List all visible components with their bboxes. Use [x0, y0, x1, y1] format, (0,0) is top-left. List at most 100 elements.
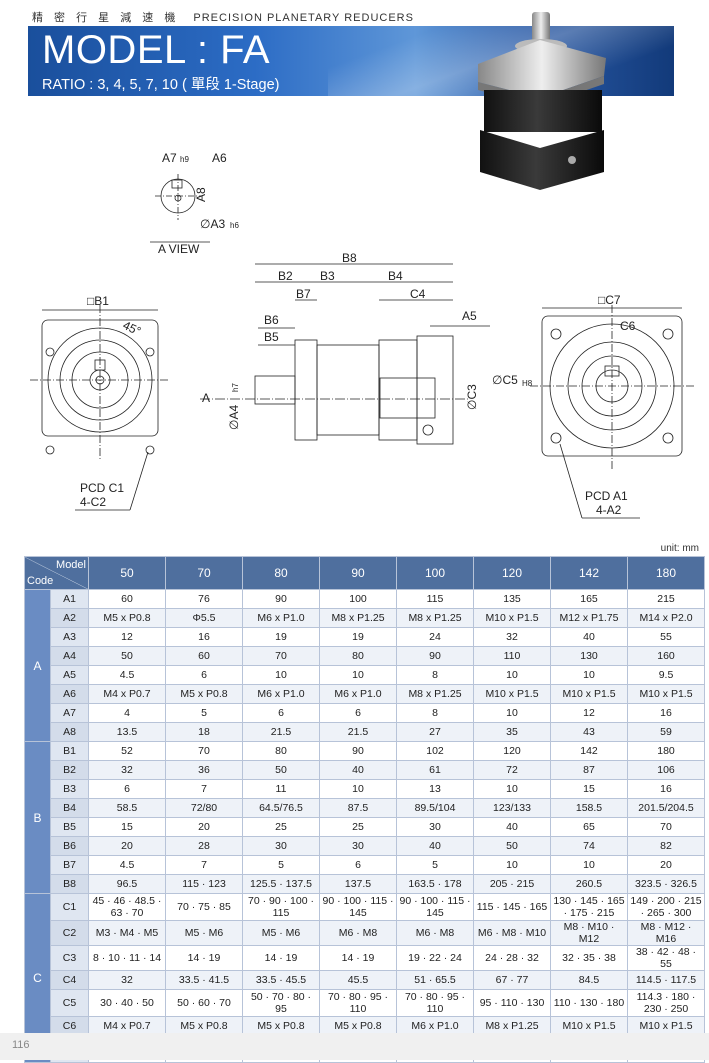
value-cell: 76	[165, 589, 243, 609]
value-cell: 137.5	[319, 874, 397, 894]
svg-text:A5: A5	[462, 309, 477, 323]
value-cell: 70 · 80 · 95 · 110	[319, 989, 397, 1017]
spec-table: Model Code 50 70 80 90 100 120 142 180 A…	[24, 556, 705, 1063]
code-cell: A6	[50, 684, 89, 704]
value-cell: 120	[473, 741, 551, 761]
value-cell: 100	[319, 589, 397, 609]
value-cell: M8 x P1.25	[396, 684, 474, 704]
value-cell: 32	[88, 760, 166, 780]
svg-text:B6: B6	[264, 313, 279, 327]
value-cell: 18	[165, 722, 243, 742]
value-cell: 90 · 100 · 115 · 145	[396, 893, 474, 921]
value-cell: 70 · 75 · 85	[165, 893, 243, 921]
code-cell: C3	[50, 945, 89, 971]
value-cell: 125.5 · 137.5	[242, 874, 320, 894]
value-cell: 65	[550, 817, 628, 837]
value-cell: M5 x P0.8	[165, 1016, 243, 1036]
value-cell: Φ5.5	[165, 608, 243, 628]
value-cell: 142	[550, 741, 628, 761]
value-cell: 110 · 130 · 180	[550, 989, 628, 1017]
value-cell: 80	[319, 646, 397, 666]
svg-text:∅C3: ∅C3	[465, 384, 479, 410]
value-cell: 28	[165, 836, 243, 856]
value-cell: 123/133	[473, 798, 551, 818]
value-cell: 6	[165, 665, 243, 685]
svg-text:45°: 45°	[121, 318, 144, 338]
value-cell: 24 · 28 · 32	[473, 945, 551, 971]
value-cell: M5 x P0.8	[319, 1016, 397, 1036]
value-cell: 20	[627, 855, 705, 875]
code-cell: B6	[50, 836, 89, 856]
value-cell: M8 · M10 · M12	[550, 920, 628, 946]
value-cell: 115	[396, 589, 474, 609]
value-cell: 70	[627, 817, 705, 837]
a-view: A7 h9 A6 A8 ∅A3 h6 A VIEW	[150, 151, 239, 256]
output-flange-view: □C7 C6 ∅C5 H8 PCD A1 4-A2	[492, 293, 695, 519]
value-cell: M10 x P1.5	[550, 1016, 628, 1036]
value-cell: 25	[319, 817, 397, 837]
svg-text:∅C5: ∅C5	[492, 373, 518, 387]
value-cell: M5 x P0.8	[165, 684, 243, 704]
value-cell: 64.5/76.5	[242, 798, 320, 818]
value-cell: 21.5	[319, 722, 397, 742]
value-cell: 43	[550, 722, 628, 742]
value-cell: 67 · 77	[473, 970, 551, 990]
value-cell: M6 x P1.0	[319, 684, 397, 704]
code-cell: B1	[50, 741, 89, 761]
svg-text:B2: B2	[278, 269, 293, 283]
value-cell: 215	[627, 589, 705, 609]
value-cell: 13.5	[88, 722, 166, 742]
value-cell: 50	[473, 836, 551, 856]
value-cell: 14 · 19	[165, 945, 243, 971]
svg-text:A8: A8	[194, 187, 208, 202]
code-cell: B4	[50, 798, 89, 818]
code-cell: B5	[50, 817, 89, 837]
value-cell: 12	[88, 627, 166, 647]
svg-text:h7: h7	[231, 383, 240, 392]
value-cell: M6 · M8	[319, 920, 397, 946]
value-cell: 260.5	[550, 874, 628, 894]
reducer-product-image	[478, 12, 606, 190]
value-cell: M3 · M4 · M5	[88, 920, 166, 946]
value-cell: 36	[165, 760, 243, 780]
value-cell: 4	[88, 703, 166, 723]
value-cell: 90	[319, 741, 397, 761]
value-cell: 32	[473, 627, 551, 647]
value-cell: 15	[88, 817, 166, 837]
svg-text:h9: h9	[180, 155, 189, 164]
value-cell: M4 x P0.7	[88, 1016, 166, 1036]
value-cell: 6	[319, 855, 397, 875]
value-cell: 16	[627, 779, 705, 799]
value-cell: 135	[473, 589, 551, 609]
value-cell: 115 · 145 · 165	[473, 893, 551, 921]
value-cell: 6	[88, 779, 166, 799]
value-cell: 80	[242, 741, 320, 761]
value-cell: M14 x P2.0	[627, 608, 705, 628]
value-cell: 10	[550, 855, 628, 875]
value-cell: 60	[165, 646, 243, 666]
value-cell: 16	[165, 627, 243, 647]
value-cell: 19	[319, 627, 397, 647]
value-cell: 61	[396, 760, 474, 780]
model-header: 90	[319, 556, 397, 590]
model-header: 120	[473, 556, 551, 590]
page-number: 116	[12, 1039, 30, 1051]
value-cell: 27	[396, 722, 474, 742]
code-cell: B8	[50, 874, 89, 894]
group-label: A	[24, 589, 51, 742]
value-cell: 33.5 · 41.5	[165, 970, 243, 990]
corner-code-label: Code	[27, 575, 54, 587]
value-cell: M10 x P1.5	[550, 684, 628, 704]
value-cell: 5	[242, 855, 320, 875]
value-cell: 74	[550, 836, 628, 856]
svg-text:h6: h6	[230, 221, 239, 230]
